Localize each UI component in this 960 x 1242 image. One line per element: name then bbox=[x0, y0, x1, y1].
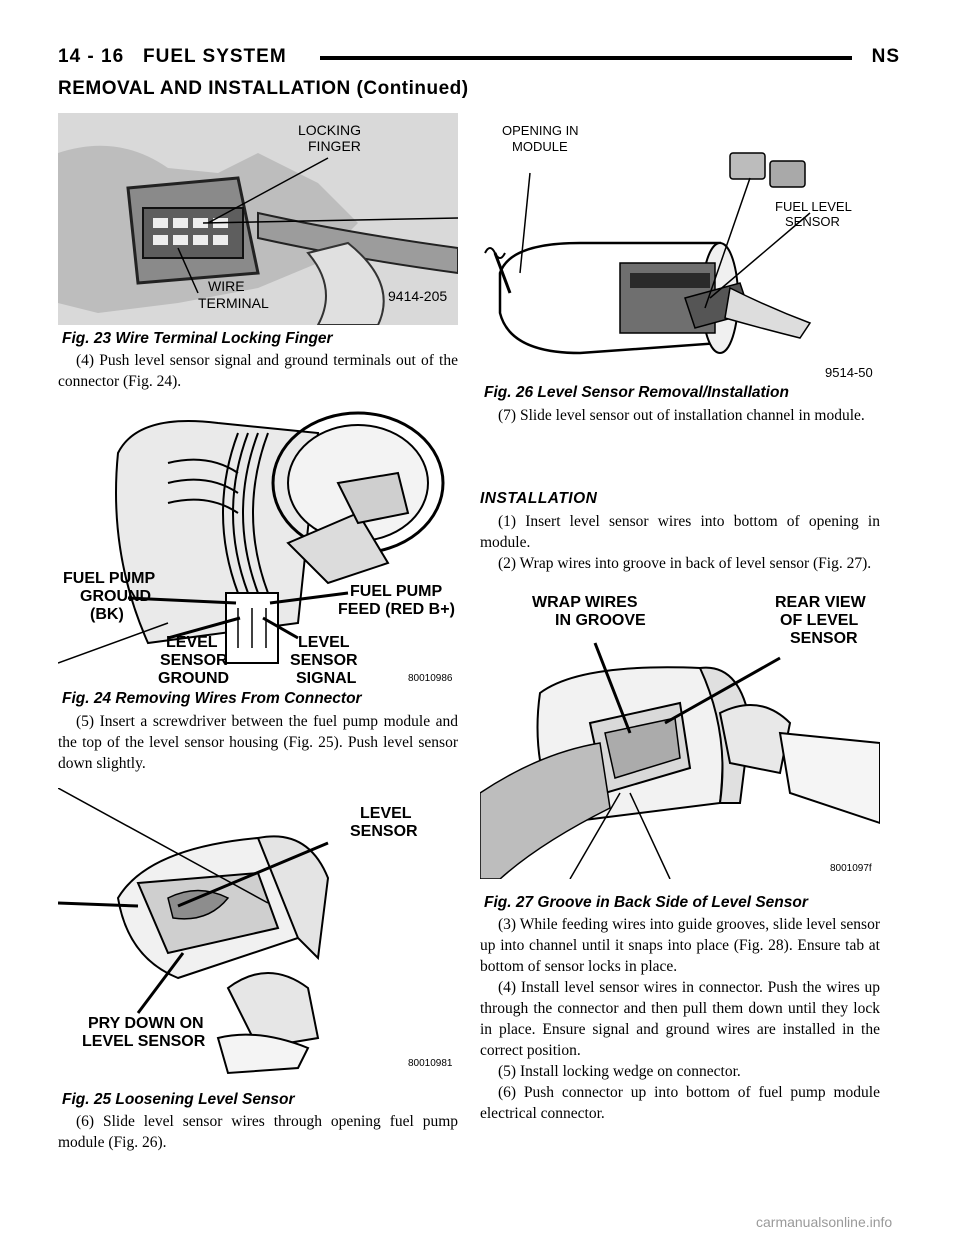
label-level-sensor-signal-1: LEVEL bbox=[298, 634, 350, 651]
fig26-caption: Fig. 26 Level Sensor Removal/Installatio… bbox=[484, 384, 789, 401]
label-wire-terminal-2: TERMINAL bbox=[198, 295, 269, 311]
label-fuel-pump-ground-3: (BK) bbox=[90, 606, 124, 623]
label-level-sensor-ground-3: GROUND bbox=[158, 670, 229, 685]
label-level-sensor-1: LEVEL bbox=[360, 805, 412, 822]
fig27-ref: 8001097f bbox=[830, 863, 872, 874]
label-locking-finger-1: LOCKING bbox=[298, 122, 361, 138]
fig26-ref: 9514-50 bbox=[825, 365, 873, 380]
installation-heading: INSTALLATION bbox=[480, 490, 598, 507]
page-header: 14 - 16 FUEL SYSTEM NS bbox=[58, 46, 900, 74]
label-fuel-pump-ground-1: FUEL PUMP bbox=[63, 570, 155, 587]
fig24-ref: 80010986 bbox=[408, 673, 453, 684]
inst4-text: (4) Install level sensor wires in connec… bbox=[480, 979, 880, 1059]
figure-24-illustration: FUEL PUMP GROUND (BK) FUEL PUMP FEED (RE… bbox=[58, 393, 458, 685]
fig23-caption: Fig. 23 Wire Terminal Locking Finger bbox=[62, 330, 333, 347]
header-code: NS bbox=[871, 46, 900, 67]
label-level-sensor-2: SENSOR bbox=[350, 823, 418, 840]
label-level-sensor-ground-2: SENSOR bbox=[160, 652, 228, 669]
label-fuel-level-sensor-2: SENSOR bbox=[785, 214, 840, 229]
label-fuel-pump-feed-1: FUEL PUMP bbox=[350, 583, 442, 600]
label-level-sensor-ground-1: LEVEL bbox=[166, 634, 218, 651]
label-fuel-pump-ground-2: GROUND bbox=[80, 588, 151, 605]
label-rear-view-2: OF LEVEL bbox=[780, 612, 858, 629]
label-wrap-wires-1: WRAP WIRES bbox=[532, 594, 638, 611]
step7-text: (7) Slide level sensor out of installati… bbox=[498, 407, 865, 424]
label-rear-view-1: REAR VIEW bbox=[775, 594, 867, 611]
figure-25-illustration: LEVEL SENSOR PRY DOWN ON LEVEL SENSOR 80… bbox=[58, 788, 458, 1076]
step6-text: (6) Slide level sensor wires through ope… bbox=[58, 1113, 458, 1151]
step4-text: (4) Push level sensor signal and ground … bbox=[58, 352, 458, 390]
fig23-ref: 9414-205 bbox=[388, 288, 447, 304]
label-pry-down-1: PRY DOWN ON bbox=[88, 1015, 204, 1032]
fig25-caption: Fig. 25 Loosening Level Sensor bbox=[62, 1091, 295, 1108]
watermark: carmanualsonline.info bbox=[756, 1214, 893, 1230]
label-level-sensor-signal-2: SENSOR bbox=[290, 652, 358, 669]
label-rear-view-3: SENSOR bbox=[790, 630, 858, 647]
header-rule bbox=[320, 56, 852, 60]
inst6-text: (6) Push connector up into bottom of fue… bbox=[480, 1084, 880, 1122]
fig25-ref: 80010981 bbox=[408, 1058, 453, 1069]
figure-23-illustration: LOCKING FINGER WIRE TERMINAL 9414-205 bbox=[58, 113, 458, 325]
label-wrap-wires-2: IN GROOVE bbox=[555, 612, 646, 629]
label-opening-in-module-1: OPENING IN bbox=[502, 123, 579, 138]
fig27-caption: Fig. 27 Groove in Back Side of Level Sen… bbox=[484, 894, 808, 911]
label-fuel-pump-feed-2: FEED (RED B+) bbox=[338, 601, 455, 618]
section-subheader: REMOVAL AND INSTALLATION (Continued) bbox=[58, 78, 469, 99]
label-fuel-level-sensor-1: FUEL LEVEL bbox=[775, 199, 852, 214]
inst5-text: (5) Install locking wedge on connector. bbox=[498, 1063, 741, 1080]
step5-text: (5) Insert a screwdriver between the fue… bbox=[58, 713, 458, 772]
label-wire-terminal-1: WIRE bbox=[208, 278, 245, 294]
label-pry-down-2: LEVEL SENSOR bbox=[82, 1033, 206, 1050]
fig24-caption: Fig. 24 Removing Wires From Connector bbox=[62, 690, 362, 707]
label-opening-in-module-2: MODULE bbox=[512, 139, 568, 154]
label-level-sensor-signal-3: SIGNAL bbox=[296, 670, 357, 685]
installation-steps-3-6: (3) While feeding wires into guide groov… bbox=[480, 914, 880, 1124]
inst2-text: (2) Wrap wires into groove in back of le… bbox=[498, 555, 872, 572]
figure-27-illustration: WRAP WIRES IN GROOVE REAR VIEW OF LEVEL … bbox=[480, 593, 880, 879]
label-locking-finger-2: FINGER bbox=[308, 138, 361, 154]
inst3-text: (3) While feeding wires into guide groov… bbox=[480, 916, 880, 975]
inst1-text: (1) Insert level sensor wires into botto… bbox=[480, 513, 880, 551]
figure-26-illustration: OPENING IN MODULE FUEL LEVEL SENSOR 9514… bbox=[480, 113, 880, 381]
page-number-section: 14 - 16 FUEL SYSTEM bbox=[58, 46, 287, 67]
installation-steps-1-2: (1) Insert level sensor wires into botto… bbox=[480, 511, 880, 574]
